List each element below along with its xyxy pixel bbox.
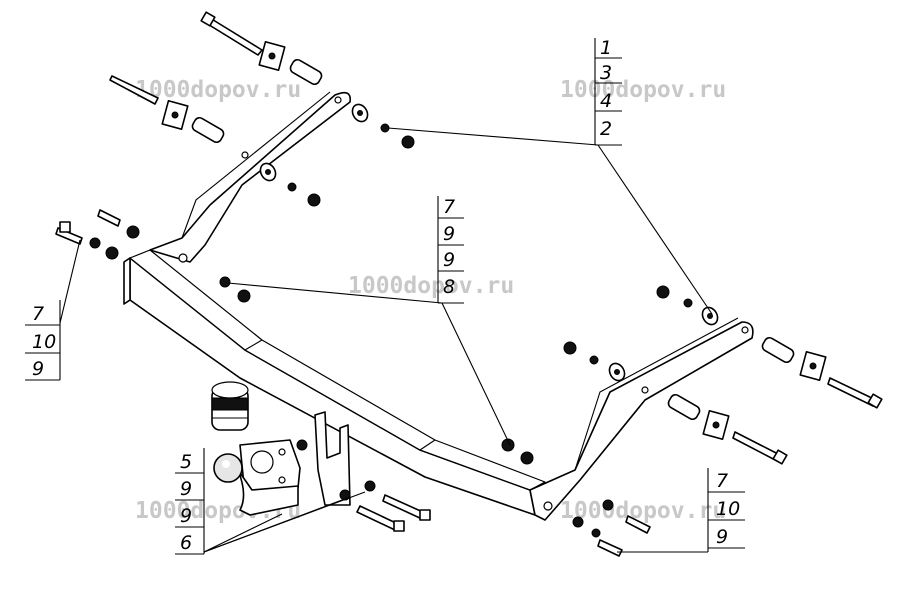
callout-label: 9 bbox=[443, 223, 455, 245]
callout-label: 10 bbox=[32, 331, 56, 353]
left-end-fasteners bbox=[55, 209, 251, 303]
right-fasteners bbox=[667, 336, 883, 465]
leader-lines bbox=[59, 127, 713, 553]
callout-label: 9 bbox=[443, 249, 455, 271]
callout-bottom-right: 7 10 9 bbox=[707, 468, 745, 552]
socket-cover bbox=[211, 381, 249, 431]
callout-top-right: 1 3 4 2 bbox=[594, 37, 622, 146]
callout-label: 7 bbox=[32, 303, 44, 325]
callout-label: 9 bbox=[716, 526, 728, 548]
callout-label: 2 bbox=[600, 118, 612, 140]
watermark: 1000dopov.ru bbox=[560, 498, 726, 524]
callout-label: 6 bbox=[180, 532, 192, 554]
callout-left: 7 10 9 bbox=[25, 300, 61, 381]
callout-bottom-left: 5 9 9 6 bbox=[175, 448, 205, 555]
callout-label: 3 bbox=[600, 62, 612, 84]
callout-label: 4 bbox=[600, 90, 612, 112]
callout-label: 7 bbox=[443, 196, 455, 218]
callout-label: 5 bbox=[180, 451, 192, 473]
tow-ball-assembly bbox=[213, 411, 351, 516]
watermark: 1000dopov.ru bbox=[560, 77, 726, 103]
watermark: 1000dopov.ru bbox=[348, 273, 514, 299]
mid-right-fasteners bbox=[563, 285, 719, 382]
callout-center: 7 9 9 8 bbox=[437, 196, 464, 304]
left-side-bracket bbox=[149, 91, 352, 263]
callout-label: 8 bbox=[443, 276, 455, 298]
watermark: 1000dopov.ru bbox=[135, 77, 301, 103]
callout-label: 7 bbox=[716, 470, 728, 492]
right-side-bracket bbox=[529, 317, 754, 521]
callout-label: 9 bbox=[180, 505, 192, 527]
top-right-fasteners bbox=[259, 103, 415, 207]
callout-label: 1 bbox=[600, 37, 612, 59]
callout-label: 9 bbox=[180, 478, 192, 500]
top-left-fasteners bbox=[109, 11, 323, 144]
bottom-right-fasteners bbox=[572, 499, 651, 557]
center-fasteners bbox=[501, 438, 534, 465]
callout-label: 9 bbox=[32, 358, 44, 380]
main-crossbar bbox=[123, 249, 546, 516]
callout-label: 10 bbox=[716, 498, 740, 520]
